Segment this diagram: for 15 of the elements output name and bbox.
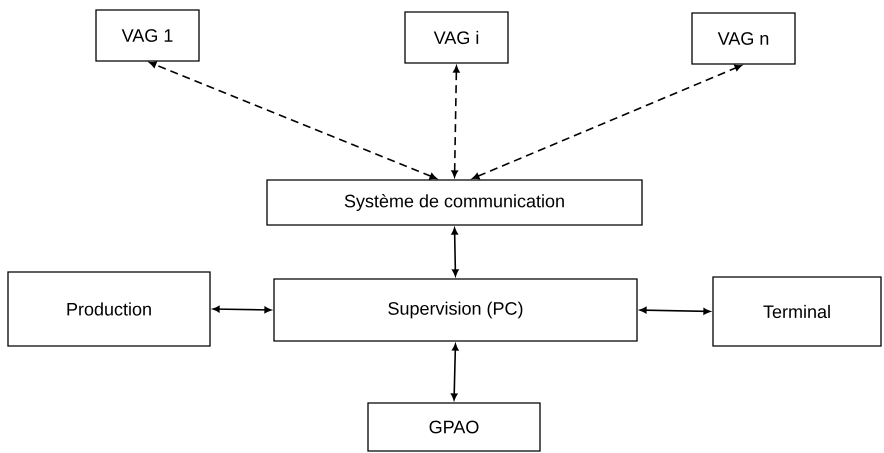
block-box: VAG i bbox=[404, 11, 509, 64]
arrow bbox=[640, 306, 710, 315]
arrow bbox=[451, 228, 459, 276]
block-box: Terminal bbox=[712, 276, 882, 347]
supervision-box: Supervision (PC) bbox=[273, 278, 638, 342]
block-box: GPAO bbox=[367, 402, 541, 452]
arrow bbox=[450, 344, 459, 400]
block-box: VAG 1 bbox=[95, 9, 200, 62]
arrow bbox=[472, 64, 742, 180]
block-box: Production bbox=[7, 271, 211, 347]
block-box: VAG n bbox=[691, 12, 796, 65]
arrow bbox=[451, 66, 460, 178]
arrow bbox=[212, 306, 272, 314]
communication-box: Système de communication bbox=[266, 179, 643, 226]
arrow bbox=[149, 62, 437, 180]
